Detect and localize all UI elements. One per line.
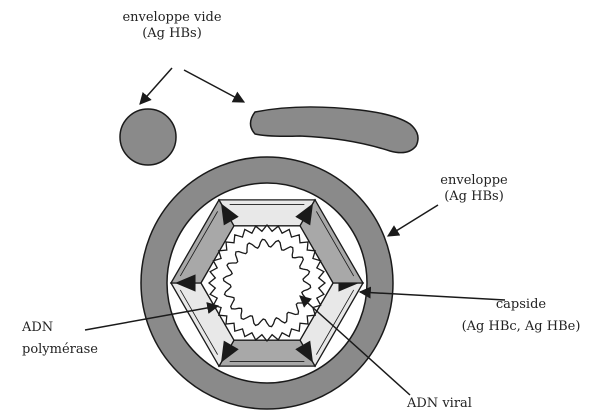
- arrow-to-filament: [184, 70, 244, 102]
- label-capsid: capside (Ag HBc, Ag HBe): [456, 297, 586, 336]
- label-empty-envelope: enveloppe vide (Ag HBs): [112, 10, 232, 43]
- label-capsid-line1: capside: [456, 297, 586, 313]
- label-polymerase: ADN polymérase: [22, 320, 98, 359]
- label-empty-envelope-line1: enveloppe vide: [112, 10, 232, 26]
- label-capsid-line2: (Ag HBc, Ag HBe): [456, 319, 586, 335]
- arrow-to-envelope: [388, 205, 438, 236]
- label-envelope: enveloppe (Ag HBs): [424, 173, 524, 206]
- arrow-to-sphere: [140, 68, 172, 104]
- label-envelope-line1: enveloppe: [424, 173, 524, 189]
- label-envelope-line2: (Ag HBs): [424, 189, 524, 205]
- empty-envelope-filament: [251, 107, 419, 153]
- empty-envelope-sphere: [120, 109, 176, 165]
- label-empty-envelope-line2: (Ag HBs): [112, 26, 232, 42]
- label-polymerase-line1: ADN: [22, 320, 98, 336]
- label-polymerase-line2: polymérase: [22, 342, 98, 358]
- label-viral-dna: ADN viral: [407, 396, 472, 412]
